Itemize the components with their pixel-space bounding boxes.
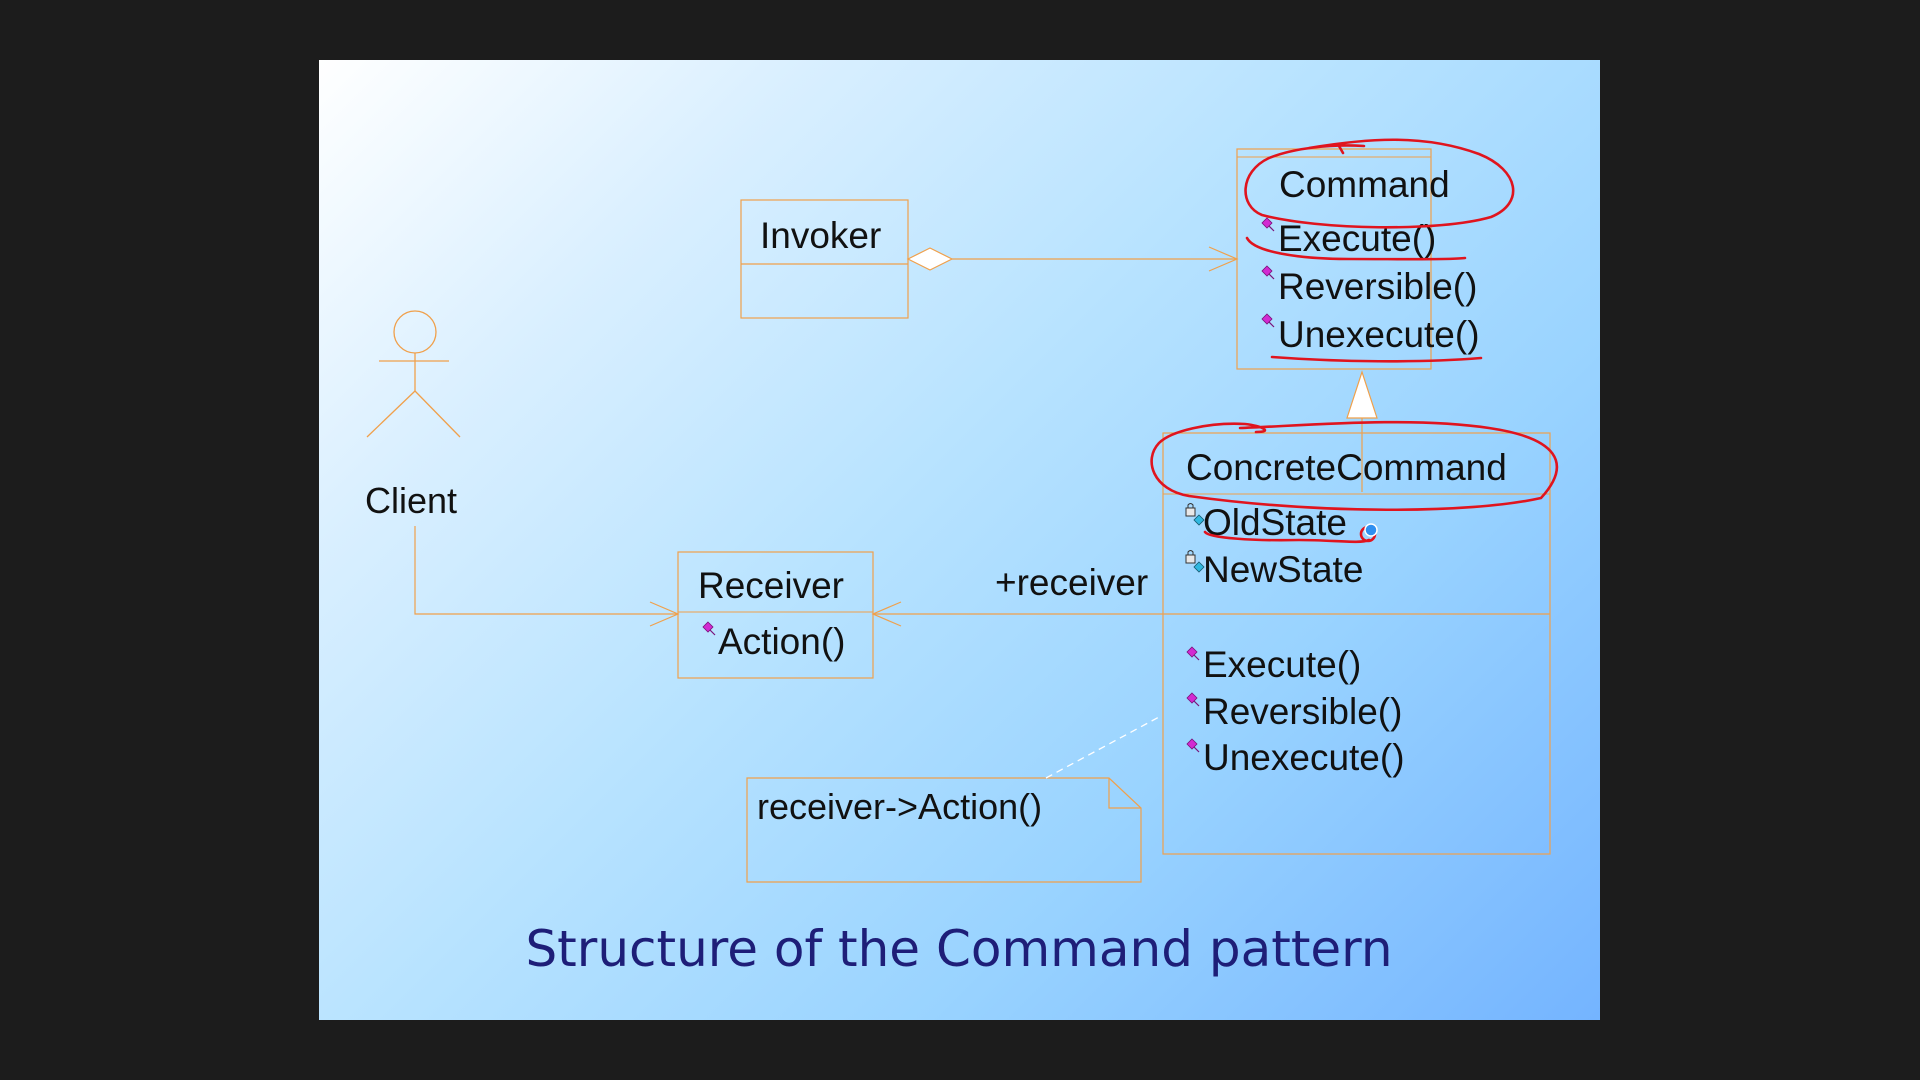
presentation-slide: Client Invoker Command E: [319, 60, 1600, 1020]
public-operation-icon: [1261, 265, 1275, 280]
association-client-receiver: [414, 526, 680, 627]
note-text: receiver->Action(): [757, 786, 1042, 827]
uml-class-diagram: Client Invoker Command E: [365, 138, 1559, 978]
command-circle-annotation: [1244, 138, 1515, 229]
unexecute-underline-annotation: [1270, 355, 1483, 363]
public-operation-icon: [1186, 646, 1200, 661]
client-label: Client: [365, 480, 457, 521]
receiver-class: Receiver Action(): [677, 551, 874, 679]
private-attribute-lock-icon: [1185, 550, 1205, 573]
command-operation-label: Reversible(): [1278, 266, 1477, 307]
receiver-name: Receiver: [698, 565, 844, 606]
receiver-box: [677, 551, 874, 679]
concrete-command-attribute-label: NewState: [1203, 549, 1363, 590]
invoker-name: Invoker: [760, 215, 881, 256]
receiver-operation-action: Action(): [702, 621, 845, 662]
association-role-label: +receiver: [995, 562, 1148, 603]
client-actor: Client: [365, 310, 461, 521]
concrete-command-operation-label: Unexecute(): [1203, 737, 1405, 778]
concrete-command-class: ConcreteCommand OldState NewState Execut…: [1162, 432, 1551, 855]
public-operation-icon: [1261, 217, 1275, 232]
concrete-command-operation-label: Reversible(): [1203, 691, 1402, 732]
command-operation-unexecute: Unexecute(): [1261, 313, 1480, 355]
slide-title: Structure of the Command pattern: [525, 920, 1392, 978]
execute-underline-annotation: [1245, 236, 1467, 261]
generalization-arrow: [1346, 370, 1378, 492]
private-attribute-lock-icon: [1185, 503, 1205, 526]
invoker-class: Invoker: [740, 199, 909, 319]
command-operation-reversible: Reversible(): [1261, 265, 1477, 307]
concrete-command-operation-reversible: Reversible(): [1186, 691, 1402, 732]
concrete-command-attribute-newstate: NewState: [1185, 549, 1363, 590]
command-tick-annotation: [1337, 144, 1345, 155]
note-anchor-line: [1045, 716, 1160, 779]
command-operation-execute: Execute(): [1261, 217, 1436, 259]
red-annotations: [1150, 138, 1559, 544]
concrete-command-circle-annotation: [1150, 420, 1559, 512]
public-operation-icon: [1186, 692, 1200, 707]
command-class: Command Execute() Reversible() Unexecute…: [1236, 148, 1480, 370]
concrete-command-name: ConcreteCommand: [1186, 447, 1507, 488]
oldstate-underline-annotation: [1203, 530, 1371, 544]
association-concrete-receiver: [871, 601, 1163, 627]
aggregation-invoker-command: [906, 246, 1239, 272]
concrete-command-operation-execute: Execute(): [1186, 644, 1361, 685]
public-operation-icon: [1261, 313, 1275, 328]
public-operation-icon: [702, 621, 716, 636]
actor-icon: [366, 310, 461, 438]
cursor-marker-icon: [1364, 523, 1378, 537]
concrete-command-box: [1162, 432, 1551, 855]
command-operation-label: Unexecute(): [1278, 314, 1480, 355]
public-operation-icon: [1186, 738, 1200, 753]
note: receiver->Action(): [746, 716, 1160, 883]
note-box: [746, 777, 1142, 883]
concrete-command-operation-unexecute: Unexecute(): [1186, 737, 1405, 778]
concrete-command-operation-label: Execute(): [1203, 644, 1361, 685]
command-name: Command: [1279, 164, 1450, 205]
command-operation-label: Execute(): [1278, 218, 1436, 259]
receiver-operation-label: Action(): [718, 621, 845, 662]
